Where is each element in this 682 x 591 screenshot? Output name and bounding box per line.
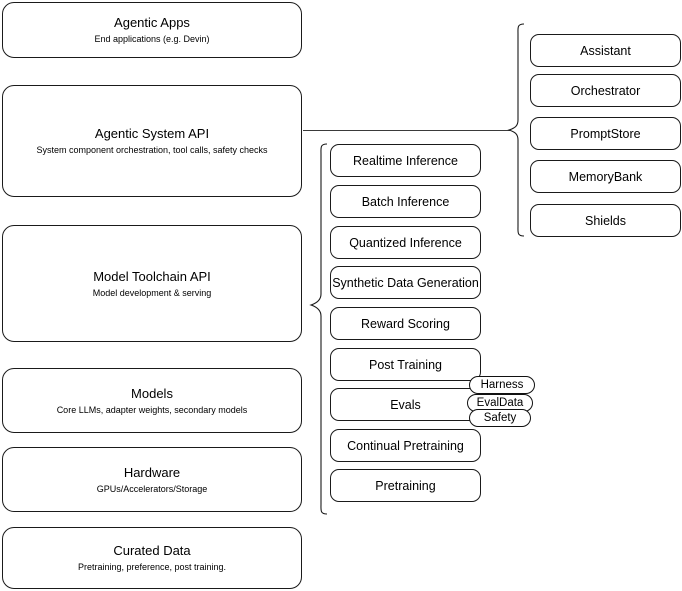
toolchain-label: Synthetic Data Generation (332, 275, 479, 290)
layer-box-hardware[interactable]: Hardware GPUs/Accelerators/Storage (2, 447, 302, 512)
layer-box-model-toolchain-api[interactable]: Model Toolchain API Model development & … (2, 225, 302, 342)
brace-toolchain-components (309, 143, 328, 515)
toolchain-synthetic-data-generation[interactable]: Synthetic Data Generation (330, 266, 481, 299)
layer-title: Agentic System API (94, 126, 210, 141)
layer-title: Agentic Apps (114, 15, 190, 30)
evals-pill-label: EvalData (476, 397, 524, 409)
component-memorybank[interactable]: MemoryBank (530, 160, 681, 193)
component-label: PromptStore (570, 126, 641, 141)
toolchain-label: Evals (390, 397, 421, 412)
layer-subtitle: Pretraining, preference, post training. (77, 562, 227, 572)
toolchain-reward-scoring[interactable]: Reward Scoring (330, 307, 481, 340)
component-label: Assistant (580, 43, 631, 58)
toolchain-label: Continual Pretraining (347, 438, 464, 453)
layer-box-agentic-apps[interactable]: Agentic Apps End applications (e.g. Devi… (2, 2, 302, 58)
layer-box-curated-data[interactable]: Curated Data Pretraining, preference, po… (2, 527, 302, 589)
component-label: Shields (585, 213, 626, 228)
layer-title: Models (131, 385, 173, 401)
component-label: Orchestrator (570, 83, 641, 98)
component-assistant[interactable]: Assistant (530, 34, 681, 67)
evals-pill-label: Harness (480, 379, 524, 391)
layer-subtitle: Core LLMs, adapter weights, secondary mo… (56, 404, 248, 415)
toolchain-label: Post Training (369, 357, 442, 372)
layer-box-agentic-system-api[interactable]: Agentic System API System component orch… (2, 85, 302, 197)
toolchain-label: Realtime Inference (353, 153, 458, 168)
component-promptstore[interactable]: PromptStore (530, 117, 681, 150)
layer-subtitle: End applications (e.g. Devin) (94, 34, 210, 44)
evals-pill-safety[interactable]: Safety (469, 409, 531, 427)
layer-title: Hardware (123, 464, 181, 480)
layer-subtitle: Model development & serving (92, 287, 212, 298)
component-orchestrator[interactable]: Orchestrator (530, 74, 681, 107)
toolchain-post-training[interactable]: Post Training (330, 348, 481, 381)
layer-title: Curated Data (113, 543, 191, 558)
layer-subtitle: GPUs/Accelerators/Storage (96, 483, 208, 494)
brace-system-components (507, 23, 525, 237)
toolchain-label: Batch Inference (361, 194, 450, 209)
toolchain-evals[interactable]: Evals (330, 388, 481, 421)
toolchain-continual-pretraining[interactable]: Continual Pretraining (330, 429, 481, 462)
evals-pill-label: Safety (483, 412, 517, 424)
layer-subtitle: System component orchestration, tool cal… (36, 145, 268, 155)
component-shields[interactable]: Shields (530, 204, 681, 237)
toolchain-pretraining[interactable]: Pretraining (330, 469, 481, 502)
toolchain-realtime-inference[interactable]: Realtime Inference (330, 144, 481, 177)
connector-system-api-to-components (303, 130, 510, 131)
toolchain-quantized-inference[interactable]: Quantized Inference (330, 226, 481, 259)
toolchain-batch-inference[interactable]: Batch Inference (330, 185, 481, 218)
evals-pill-harness[interactable]: Harness (469, 376, 535, 394)
toolchain-label: Reward Scoring (361, 316, 450, 331)
toolchain-label: Pretraining (375, 478, 436, 493)
layer-box-models[interactable]: Models Core LLMs, adapter weights, secon… (2, 368, 302, 433)
layer-title: Model Toolchain API (93, 268, 211, 284)
toolchain-label: Quantized Inference (349, 235, 462, 250)
component-label: MemoryBank (568, 169, 643, 184)
